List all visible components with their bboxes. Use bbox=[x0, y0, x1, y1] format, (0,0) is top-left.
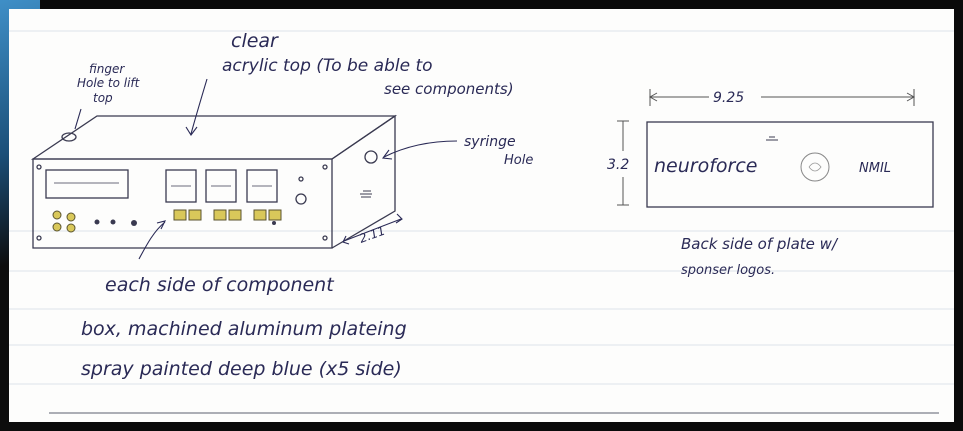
sketch-canvas: clear acrylic top (To be able to see com… bbox=[9, 30, 954, 414]
note-each-side: each side of component bbox=[105, 274, 335, 296]
box-side bbox=[331, 114, 396, 249]
button-row bbox=[52, 209, 282, 233]
readout-1 bbox=[165, 169, 197, 203]
note-finger-1: finger bbox=[89, 62, 125, 76]
note-spray-painted: spray painted deep blue (x5 side) bbox=[81, 358, 402, 380]
readout-3 bbox=[246, 169, 278, 203]
readout-2 bbox=[205, 169, 237, 203]
front-display bbox=[45, 169, 129, 199]
plate-width-dim: 9.25 bbox=[713, 90, 744, 106]
finger-hole bbox=[61, 132, 77, 142]
plate-caption-1: Back side of plate w/ bbox=[681, 235, 839, 253]
note-depth-dim: 2.11 bbox=[357, 224, 387, 246]
box-front bbox=[32, 158, 333, 249]
note-syringe-1: syringe bbox=[464, 134, 516, 150]
note-syringe-2: Hole bbox=[504, 153, 533, 168]
note-see-components: see components) bbox=[384, 80, 514, 98]
note-box-machined: box, machined aluminum plateing bbox=[81, 318, 407, 340]
sponsor-plate bbox=[617, 89, 934, 208]
note-clear: clear bbox=[231, 30, 279, 52]
note-finger-2: Hole to lift bbox=[77, 76, 141, 90]
plate-logo-neuroforce: neuroforce bbox=[654, 155, 757, 177]
plate-height-dim: 3.2 bbox=[607, 157, 629, 173]
front-knob bbox=[295, 193, 307, 205]
syringe-hole-circle bbox=[364, 150, 378, 164]
plate-caption-2: sponser logos. bbox=[681, 263, 775, 278]
annotation-arrows bbox=[74, 78, 458, 260]
small-jacks bbox=[94, 219, 276, 226]
plate-logo-nmil: NMIL bbox=[859, 161, 891, 176]
note-acrylic-top: acrylic top (To be able to bbox=[222, 56, 433, 76]
sketch-paper: clear acrylic top (To be able to see com… bbox=[9, 9, 954, 422]
ruled-lines bbox=[9, 30, 954, 385]
component-box bbox=[30, 114, 398, 249]
note-finger-3: top bbox=[93, 91, 113, 105]
